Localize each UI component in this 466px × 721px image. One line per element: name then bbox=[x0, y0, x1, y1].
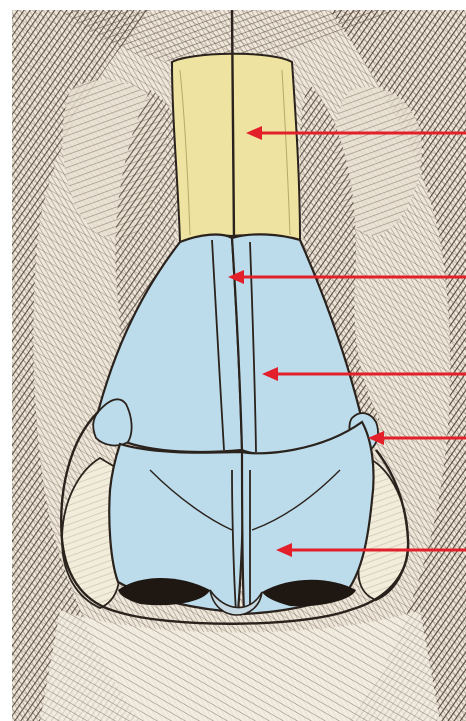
nasal-bone bbox=[172, 54, 300, 242]
